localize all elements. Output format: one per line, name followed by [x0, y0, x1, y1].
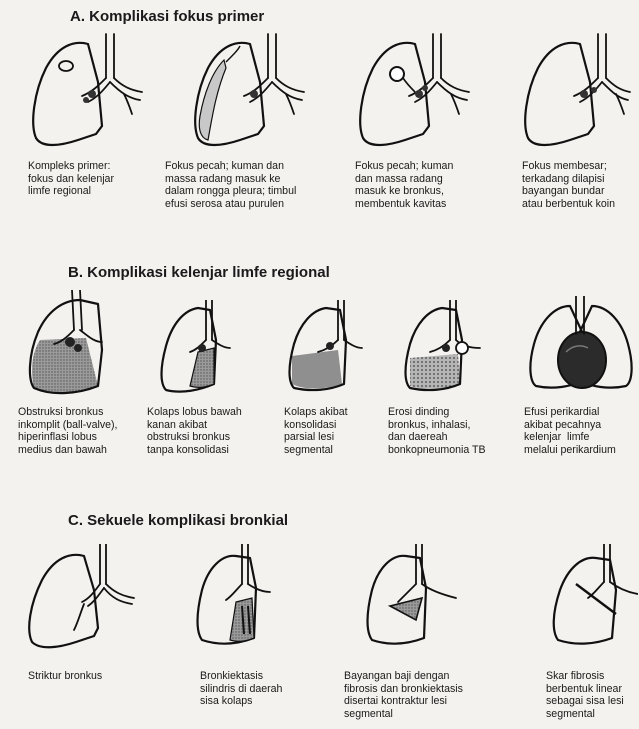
figure-lobe-collapse: [152, 300, 242, 400]
caption-a3: Fokus pecah; kuman dan massa radang masu…: [355, 160, 453, 210]
caption-b4: Erosi dinding bronkus, inhalasi, dan dae…: [388, 406, 486, 456]
caption-a2: Fokus pecah; kuman dan massa radang masu…: [165, 160, 296, 210]
figure-bronchial-erosion: [400, 300, 490, 400]
caption-c4: Skar fibrosis berbentuk linear sebagai s…: [546, 670, 624, 720]
figure-pleural-effusion: [178, 32, 308, 152]
figure-coin-lesion: [510, 32, 638, 152]
figure-linear-fibrosis: [546, 544, 638, 654]
figure-ball-valve: [18, 290, 128, 400]
figure-pericardial-effusion: [526, 296, 636, 396]
section-a-title: A. Komplikasi fokus primer: [70, 8, 264, 25]
caption-b2: Kolaps lobus bawah kanan akibat obstruks…: [147, 406, 242, 456]
caption-c1: Striktur bronkus: [28, 670, 102, 683]
caption-c3: Bayangan baji dengan fibrosis dan bronki…: [344, 670, 463, 720]
caption-a4: Fokus membesar; terkadang dilapisi bayan…: [522, 160, 615, 210]
section-c-title: C. Sekuele komplikasi bronkial: [68, 512, 288, 529]
figure-wedge-shadow: [360, 544, 480, 654]
caption-a1: Kompleks primer: fokus dan kelenjar limf…: [28, 160, 114, 198]
figure-cavity: [345, 32, 475, 152]
caption-b3: Kolaps akibat konsolidasi parsial lesi s…: [284, 406, 348, 456]
figure-bronchiectasis: [190, 544, 300, 654]
figure-bronchial-stricture: [18, 544, 148, 654]
caption-c2: Bronkiektasis silindris di daerah sisa k…: [200, 670, 282, 708]
section-b-title: B. Komplikasi kelenjar limfe regional: [68, 264, 330, 281]
caption-b5: Efusi perikardial akibat pecahnya kelenj…: [524, 406, 616, 456]
caption-b1: Obstruksi bronkus inkomplit (ball-valve)…: [18, 406, 118, 456]
figure-primary-complex: [18, 32, 148, 152]
figure-segmental-consolidation: [282, 300, 372, 400]
